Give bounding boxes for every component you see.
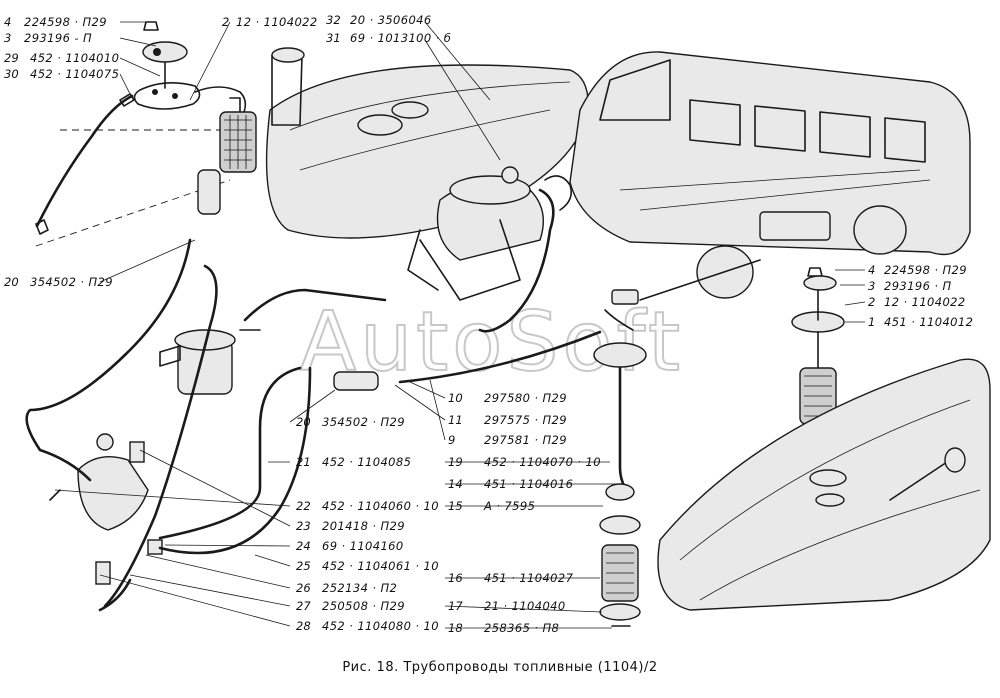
callout-code: 12 · 1104022 [884,295,966,309]
callout-code: 452 · 1104080 · 10 [322,619,439,633]
callout-num: 17 [448,599,463,613]
callouts-center: 10 297580 · П29 11 297575 · П29 9 297581… [296,391,601,635]
callout-num: 25 [296,559,311,573]
callout-num: 22 [296,499,311,513]
callout-code: 452 · 1104061 · 10 [322,559,439,573]
callout-num: 26 [296,581,311,595]
callout-code: 293196 - П [24,31,92,45]
callout-num: 19 [448,455,463,469]
fuel-pump-assembly [407,166,573,333]
callout-code: 354502 · П29 [30,275,113,289]
leader-lines [54,21,866,629]
callout-code: 451 · 1104012 [884,315,973,329]
callout-num: 2 [868,295,875,309]
callout-num: 2 [222,15,229,29]
callout-code: 224598 · П29 [24,15,107,29]
minibus-drawing [569,51,971,299]
callout-code: 69 · 1104160 [322,539,404,553]
callout-code: 252134 · П2 [322,581,397,595]
callout-code: 451 · 1104016 [484,477,573,491]
lower-left-tap-assembly [49,433,163,585]
callout-num: 4 [868,263,875,277]
callout-code: 293196 · П [884,279,952,293]
callout-code: 20 · 3506046 [350,13,432,27]
lower-fuel-tank [657,358,991,611]
callout-num: 3 [868,279,875,293]
callout-code: 69 · 1013100 · б [350,31,451,45]
callout-num: 4 [4,15,11,29]
callout-code: 452 · 1104085 [322,455,411,469]
callout-code: 297581 · П29 [484,433,567,447]
callout-num: 31 [326,31,341,45]
callout-num: 29 [4,51,19,65]
callout-code: 452 · 1104070 · 10 [484,455,601,469]
callout-num: 14 [448,477,463,491]
callouts-right: 4 224598 · П29 3 293196 · П 2 12 · 11040… [868,263,973,329]
callout-code: 258365 · П8 [484,621,559,635]
callout-code: 354502 · П29 [322,415,405,429]
callout-num: 20 [296,415,311,429]
callout-num: 15 [448,499,463,513]
callout-code: 297580 · П29 [484,391,567,405]
figure-caption: Рис. 18. Трубопроводы топливные (1104)/2 [342,660,658,675]
callout-code: 452 · 1104010 [30,51,119,65]
callout-code: 297575 · П29 [484,413,567,427]
callouts-top: 2 12 · 1104022 32 20 · 3506046 31 69 · 1… [222,13,451,45]
callout-num: 9 [448,433,455,447]
callout-num: 1 [868,315,875,329]
callout-code: 452 · 1104060 · 10 [322,499,439,513]
callout-num: 23 [296,519,311,533]
callout-code: 12 · 1104022 [236,15,318,29]
callout-num: 30 [4,67,19,81]
callout-code: 21 · 1104040 [484,599,566,613]
callout-num: 24 [296,539,311,553]
callout-code: 452 · 1104075 [30,67,119,81]
callout-num: 20 [4,275,19,289]
callout-num: 10 [448,391,463,405]
callout-num: 3 [4,31,11,45]
callout-num: 21 [296,455,311,469]
callout-code: 201418 · П29 [322,519,405,533]
callouts-left: 4 224598 · П29 3 293196 - П 29 452 · 110… [4,15,119,289]
callout-num: 28 [296,619,311,633]
callout-code: 250508 · П29 [322,599,405,613]
callout-code: 451 · 1104027 [484,571,574,585]
callout-code: 224598 · П29 [884,263,967,277]
callout-num: 27 [296,599,311,613]
callout-num: 16 [448,571,463,585]
left-filter-body [159,329,261,395]
lower-filter-stack [599,483,641,627]
callout-code: А · 7595 [483,499,535,513]
callout-num: 18 [448,621,463,635]
upper-left-filter-assembly [35,21,257,247]
callout-num: 32 [326,13,341,27]
callout-num: 11 [448,413,463,427]
fuel-pipes [25,169,602,612]
